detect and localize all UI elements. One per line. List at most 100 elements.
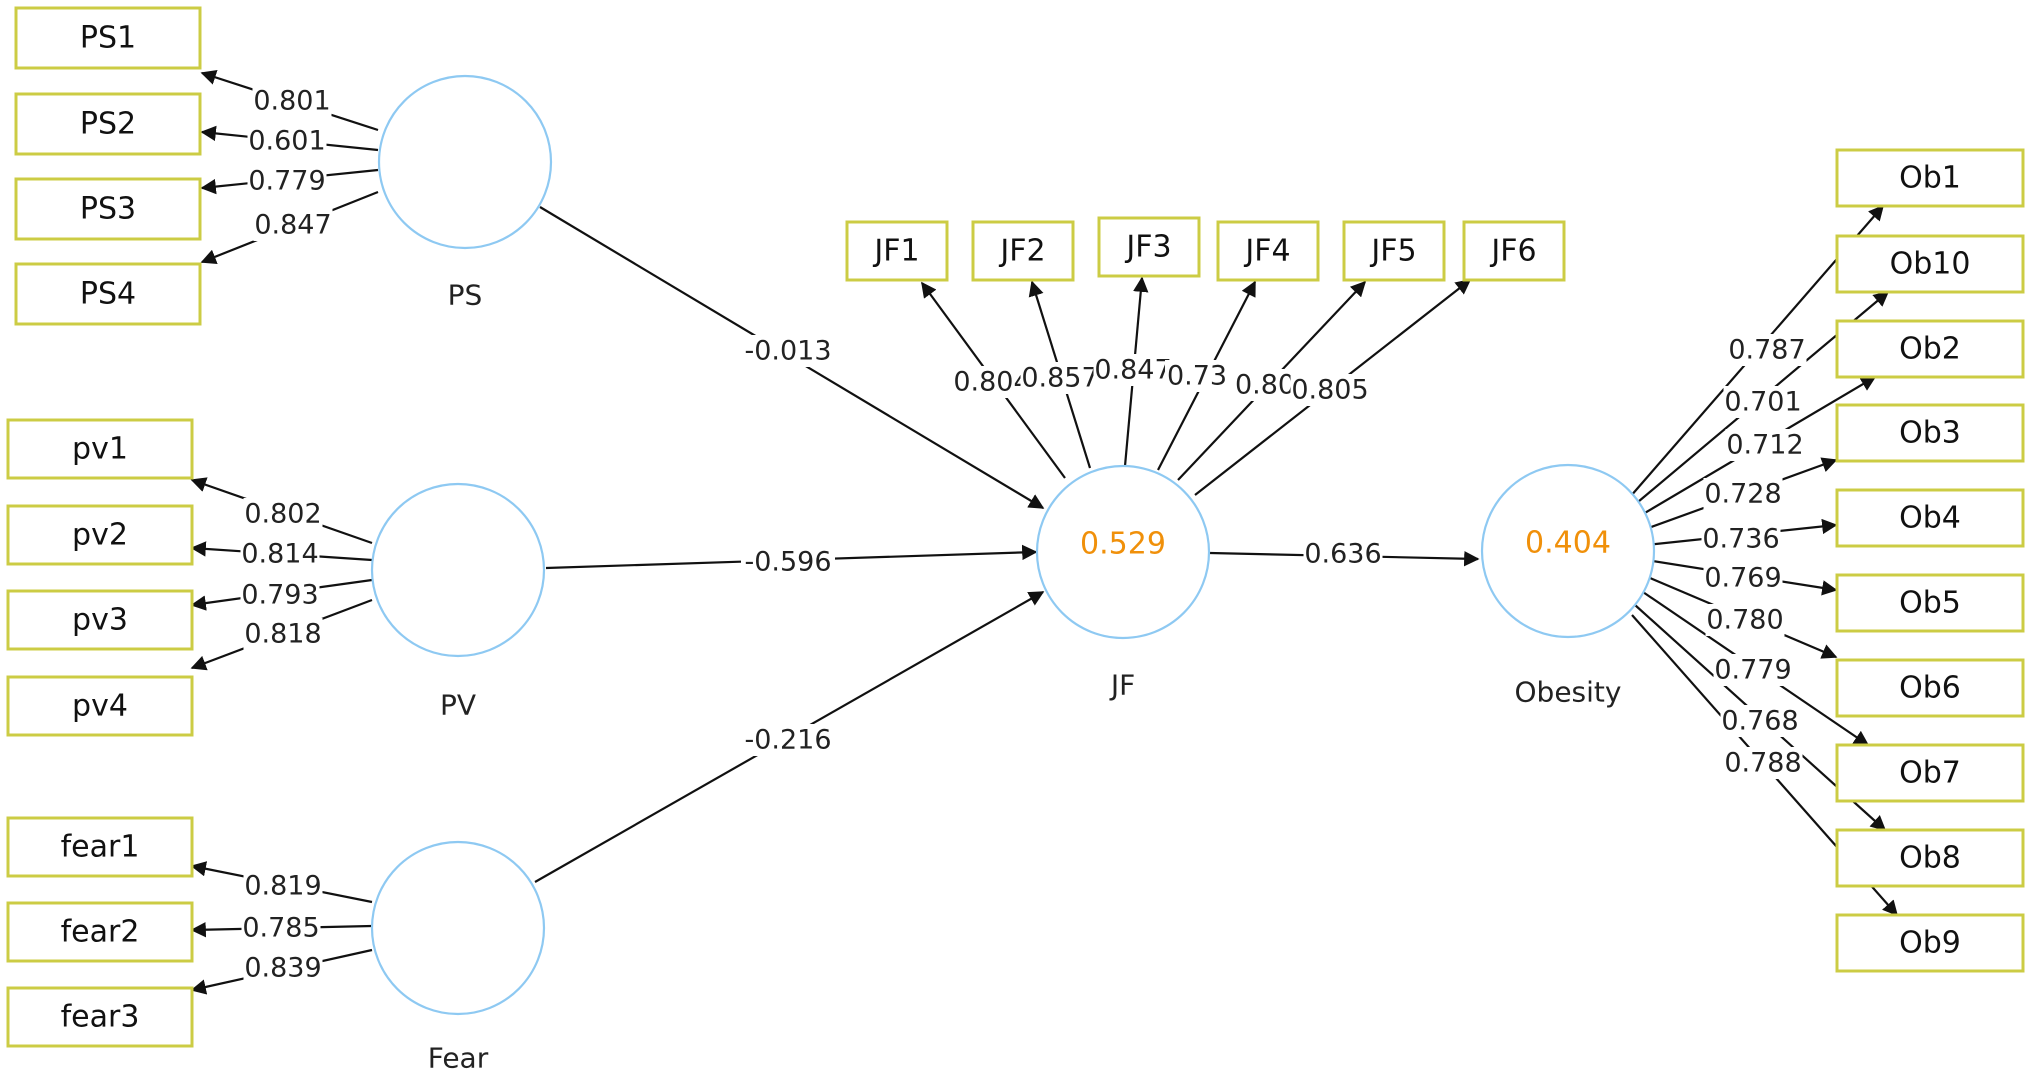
indicator-box-ps2[interactable]: [14, 92, 202, 156]
loading-label-ob2-text: 0.712: [1726, 430, 1803, 461]
indicator-ob7[interactable]: Ob7: [1835, 743, 2025, 803]
path-coefficient-pv-to-jf: -0.596: [741, 546, 835, 578]
indicator-ps1[interactable]: PS1: [14, 6, 202, 70]
indicator-pv2[interactable]: pv2: [6, 504, 194, 566]
indicator-label-jf2: JF2: [998, 234, 1045, 269]
loading-label-ob8-text: 0.768: [1721, 706, 1798, 737]
indicator-box-fear1[interactable]: [6, 816, 194, 878]
indicator-box-jf2[interactable]: [971, 220, 1075, 282]
indicator-box-pv3[interactable]: [6, 589, 194, 651]
indicator-box-ob9[interactable]: [1835, 913, 2025, 973]
path-coefficient-jf-to-obesity: 0.636: [1303, 538, 1383, 570]
indicator-box-pv4[interactable]: [6, 675, 194, 737]
loading-label-fear2-text: 0.785: [242, 913, 319, 944]
latent-r2-jf: 0.529: [1080, 527, 1166, 562]
indicator-box-jf4[interactable]: [1216, 220, 1320, 282]
latent-circle-fear[interactable]: [370, 840, 546, 1016]
loading-label-ps2-bg: [247, 125, 327, 157]
path-coefficient-pv-to-jf-text: -0.596: [744, 547, 831, 578]
loading-label-ob5: 0.769: [1703, 562, 1783, 594]
loading-label-pv4-bg: [243, 618, 323, 650]
loading-label-ob2-bg: [1725, 429, 1805, 461]
indicator-fear2[interactable]: fear2: [6, 901, 194, 963]
latent-pv[interactable]: PV: [370, 482, 546, 722]
indicator-ps2[interactable]: PS2: [14, 92, 202, 156]
coefficient-labels-layer: -0.013-0.596-0.2160.6360.8010.6010.7790.…: [240, 85, 1807, 984]
loading-label-jf1: 0.804: [952, 366, 1032, 398]
indicator-ob10[interactable]: Ob10: [1835, 234, 2025, 294]
loading-label-fear3-bg: [243, 952, 323, 984]
latent-label-ps: PS: [448, 279, 483, 312]
indicator-pv4[interactable]: pv4: [6, 675, 194, 737]
indicator-jf6[interactable]: JF6: [1462, 220, 1566, 282]
loading-label-fear3: 0.839: [243, 952, 323, 984]
indicator-box-pv2[interactable]: [6, 504, 194, 566]
loading-label-fear2: 0.785: [241, 912, 321, 944]
latent-fear[interactable]: Fear: [370, 840, 546, 1075]
path-coefficient-ps-to-jf-bg: [741, 335, 835, 367]
indicator-pv3[interactable]: pv3: [6, 589, 194, 651]
indicator-box-fear3[interactable]: [6, 986, 194, 1048]
indicator-box-ob3[interactable]: [1835, 403, 2025, 463]
indicator-box-ob10[interactable]: [1835, 234, 2025, 294]
indicator-box-fear2[interactable]: [6, 901, 194, 963]
indicator-box-jf3[interactable]: [1097, 216, 1201, 278]
loading-label-ob7-text: 0.779: [1714, 655, 1791, 686]
latent-circle-jf[interactable]: [1035, 464, 1211, 640]
loading-label-ob9: 0.788: [1723, 747, 1803, 779]
indicator-box-jf6[interactable]: [1462, 220, 1566, 282]
indicator-ob1[interactable]: Ob1: [1835, 148, 2025, 208]
indicator-box-ob7[interactable]: [1835, 743, 2025, 803]
latent-circle-obesity[interactable]: [1480, 463, 1656, 639]
indicator-box-ob2[interactable]: [1835, 319, 2025, 379]
indicator-jf4[interactable]: JF4: [1216, 220, 1320, 282]
indicator-ob4[interactable]: Ob4: [1835, 488, 2025, 548]
indicator-box-ob8[interactable]: [1835, 828, 2025, 888]
indicator-box-ps4[interactable]: [14, 262, 202, 326]
loading-label-jf1-bg: [952, 366, 1032, 398]
path-coefficient-jf-to-obesity-bg: [1303, 538, 1383, 570]
indicator-fear3[interactable]: fear3: [6, 986, 194, 1048]
indicator-label-jf3: JF3: [1124, 230, 1171, 265]
indicator-box-ps1[interactable]: [14, 6, 202, 70]
indicator-box-ob6[interactable]: [1835, 658, 2025, 718]
indicator-jf5[interactable]: JF5: [1342, 220, 1446, 282]
indicator-ob8[interactable]: Ob8: [1835, 828, 2025, 888]
loading-label-jf5-text: 0.80: [1235, 370, 1295, 401]
indicator-box-pv1[interactable]: [6, 418, 194, 480]
loading-label-jf4-text: 0.73: [1167, 361, 1227, 392]
indicator-label-ob2: Ob2: [1899, 332, 1961, 367]
latent-circle-pv[interactable]: [370, 482, 546, 658]
indicator-label-pv1: pv1: [72, 432, 128, 467]
indicator-ob3[interactable]: Ob3: [1835, 403, 2025, 463]
indicator-box-jf1[interactable]: [845, 220, 949, 282]
indicator-box-ob4[interactable]: [1835, 488, 2025, 548]
loading-label-ob6-text: 0.780: [1706, 605, 1783, 636]
indicator-ob9[interactable]: Ob9: [1835, 913, 2025, 973]
loading-label-ps3: 0.779: [247, 165, 327, 197]
loading-label-ps3-bg: [247, 165, 327, 197]
loading-label-ps4-bg: [253, 209, 333, 241]
indicator-jf1[interactable]: JF1: [845, 220, 949, 282]
indicator-jf3[interactable]: JF3: [1097, 216, 1201, 278]
indicator-ob5[interactable]: Ob5: [1835, 573, 2025, 633]
indicator-box-ob5[interactable]: [1835, 573, 2025, 633]
loading-label-ob2: 0.712: [1725, 429, 1805, 461]
indicator-fear1[interactable]: fear1: [6, 816, 194, 878]
indicator-box-jf5[interactable]: [1342, 220, 1446, 282]
latent-ps[interactable]: PS: [377, 74, 553, 312]
indicator-ob2[interactable]: Ob2: [1835, 319, 2025, 379]
latent-circle-ps[interactable]: [377, 74, 553, 250]
loading-label-jf2-text: 0.857: [1021, 363, 1098, 394]
indicator-pv1[interactable]: pv1: [6, 418, 194, 480]
indicator-box-ps3[interactable]: [14, 177, 202, 241]
indicator-jf2[interactable]: JF2: [971, 220, 1075, 282]
indicator-box-ob1[interactable]: [1835, 148, 2025, 208]
indicator-ob6[interactable]: Ob6: [1835, 658, 2025, 718]
indicator-ps3[interactable]: PS3: [14, 177, 202, 241]
loading-label-ob6: 0.780: [1705, 604, 1785, 636]
indicator-label-ob5: Ob5: [1899, 586, 1961, 621]
indicator-ps4[interactable]: PS4: [14, 262, 202, 326]
